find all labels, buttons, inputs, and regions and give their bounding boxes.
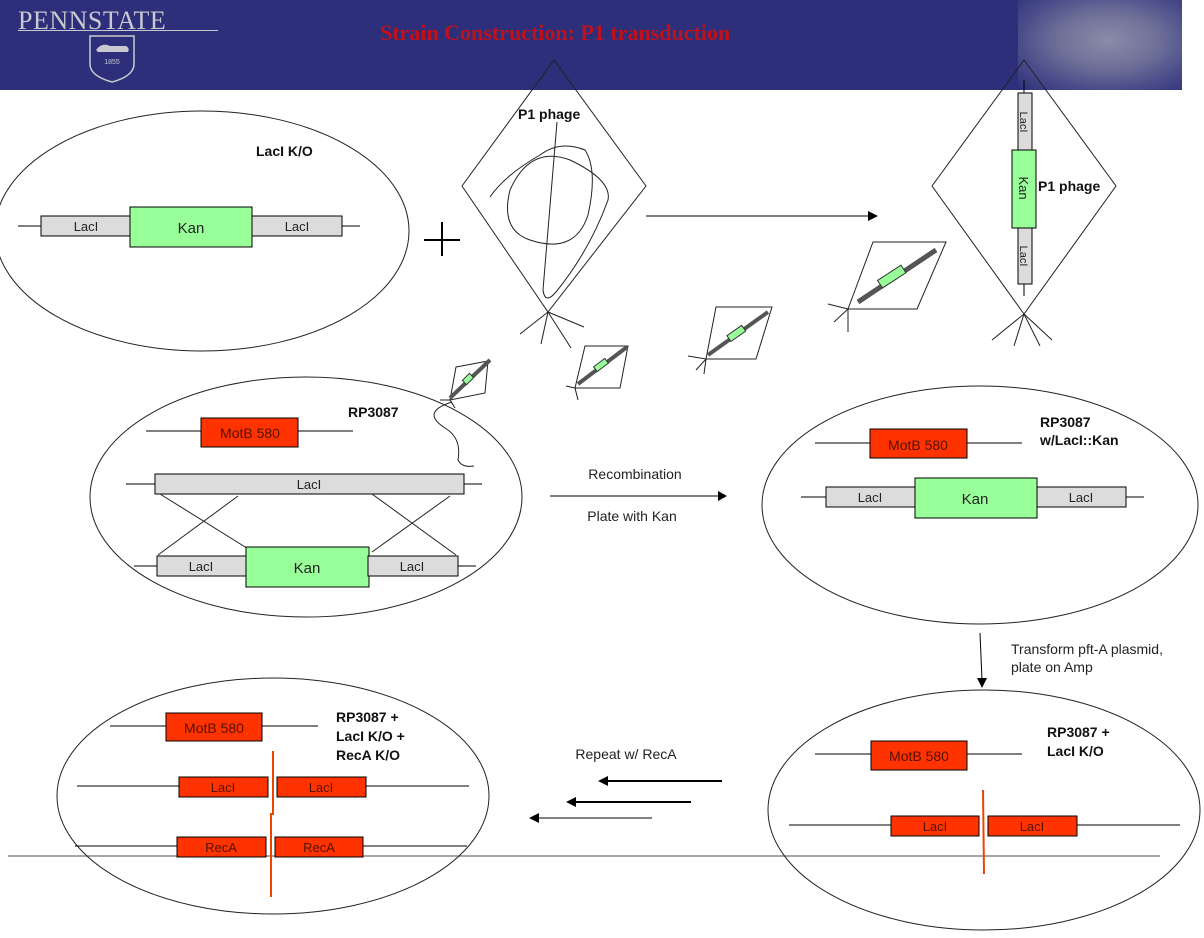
cell-label: RP3087 + [1047, 724, 1110, 740]
gene-label: LacI [309, 780, 334, 795]
gene-label: RecA [205, 840, 237, 855]
knockout-cut-line [982, 789, 985, 875]
step-label-transform: Transform pft-A plasmid, [1011, 641, 1163, 657]
cell-label: LacI K/O [1047, 743, 1104, 759]
gene-label: LacI [189, 559, 214, 574]
arrow-left-icon [598, 776, 722, 786]
small-phage [565, 345, 629, 401]
gene-label: LacI [74, 219, 99, 234]
cell-outline [0, 110, 410, 352]
step-label-repeat: Repeat w/ RecA [575, 746, 677, 762]
step-label-recombination: Recombination [588, 466, 681, 482]
laci-gene-wt [154, 473, 465, 495]
cell-label: LacI K/O + [336, 728, 405, 744]
lion-shrine-image [1018, 0, 1182, 90]
gene-label: Kan [1016, 176, 1031, 199]
cell-label: RecA K/O [336, 747, 400, 763]
arrow-right-icon [550, 491, 727, 501]
cell-label: LacI K/O [256, 143, 313, 159]
gene-label: LacI [1017, 246, 1029, 267]
gene-label: LacI [1069, 490, 1094, 505]
recombinant-cell: MotB 580 LacI Kan LacI RP3087 w/LacI::Ka… [761, 385, 1199, 625]
cell-outline [89, 376, 523, 618]
gene-label: MotB 580 [184, 720, 244, 736]
small-phage [827, 241, 947, 332]
gene-label: LacI [285, 219, 310, 234]
gene-label: LacI [858, 490, 883, 505]
kan-gene [129, 206, 253, 248]
gene-label: MotB 580 [220, 425, 280, 441]
gene-label: LacI [1020, 819, 1045, 834]
gene-label: MotB 580 [889, 748, 949, 764]
cell-label: RP3087 [1040, 414, 1091, 430]
recipient-cell: MotB 580 LacI LacI Kan LacI RP3087 [89, 376, 523, 618]
p1-phage-empty: P1 phage [461, 59, 647, 349]
motb-gene [200, 417, 299, 448]
small-phage [433, 358, 492, 467]
step-label-plate-amp: plate on Amp [1011, 659, 1093, 675]
donor-cell: LacI Kan LacI LacI K/O [0, 110, 410, 352]
arrow-left-icon [529, 813, 652, 823]
gene-label: Kan [962, 491, 989, 508]
gene-label: LacI [297, 477, 322, 492]
gene-label: LacI [400, 559, 425, 574]
logo-rule [18, 30, 218, 31]
step-label-plate-kan: Plate with Kan [587, 508, 677, 524]
gene-label: LacI [1017, 112, 1029, 133]
gene-label: MotB 580 [888, 437, 948, 453]
pennstate-shield-icon: 1855 [89, 35, 135, 83]
plus-sign-icon [424, 222, 460, 256]
small-phage [687, 306, 773, 375]
logo-year: 1855 [104, 59, 120, 66]
phage-label: P1 phage [1038, 178, 1100, 194]
slide-title: Strain Construction: P1 transduction [380, 20, 731, 45]
p1-phage-loaded: LacI Kan LacI P1 phage [931, 59, 1117, 347]
cell-outline [56, 677, 490, 915]
cell-label: w/LacI::Kan [1039, 432, 1119, 448]
laci-gene-right [251, 215, 343, 237]
cell-outline [761, 385, 1199, 625]
gene-label: Kan [294, 560, 321, 577]
header-banner: PENNSTATE 1855 Strain Construction: P1 t… [0, 0, 1182, 90]
phage-label: P1 phage [518, 106, 580, 122]
cell-label: RP3087 [348, 404, 399, 420]
laci-ko-cell: MotB 580 LacI LacI RP3087 + LacI K/O [767, 689, 1201, 931]
arrow-down-icon [977, 632, 987, 688]
cell-label: RP3087 + [336, 709, 399, 725]
cell-outline [767, 689, 1201, 931]
final-cell: MotB 580 LacI LacI RecA RecA RP3087 + La… [56, 677, 490, 915]
arrow-right-icon [646, 211, 878, 221]
gene-label: LacI [211, 780, 236, 795]
gene-label: LacI [923, 819, 948, 834]
gene-label: Kan [178, 220, 205, 237]
gene-label: RecA [303, 840, 335, 855]
arrow-left-icon [566, 797, 691, 807]
